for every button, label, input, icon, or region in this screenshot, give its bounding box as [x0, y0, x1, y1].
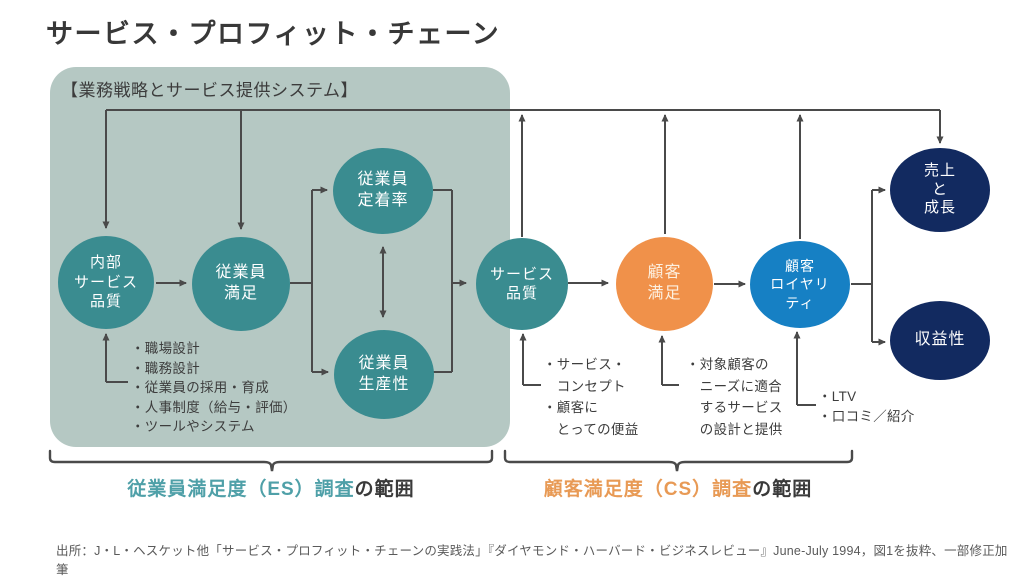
node-employee-satisfaction: 従業員 満足: [192, 237, 290, 331]
note-internal-service-quality: ・職場設計 ・職務設計 ・従業員の採用・育成 ・人事制度（給与・評価） ・ツール…: [131, 341, 297, 434]
es-range-label-highlight: 従業員満足度（ES）調査: [127, 479, 355, 500]
cs-range-label-suffix: の範囲: [752, 479, 813, 500]
loyalty-split-line: [851, 190, 873, 342]
note-service-quality: ・サービス・ コンセプト ・顧客に とっての便益: [543, 357, 639, 437]
es-range-brace: [48, 449, 494, 472]
source-citation: 出所：J・L・ヘスケット他「サービス・プロフィット・チェーンの実践法」『ダイヤモ…: [56, 544, 1008, 577]
note-customer-satisfaction: ・対象顧客の ニーズに適合 するサービス の設計と提供: [686, 357, 783, 437]
cs-range-label: 顧客満足度（CS）調査の範囲: [498, 474, 858, 501]
node-customer-satisfaction: 顧客 満足: [616, 237, 713, 331]
node-employee-productivity: 従業員 生産性: [334, 330, 434, 419]
cs-range-label-highlight: 顧客満足度（CS）調査: [543, 479, 753, 500]
node-internal-service-quality: 内部 サービス 品質: [58, 236, 154, 329]
node-employee-retention: 従業員 定着率: [333, 148, 433, 234]
es-range-label: 従業員満足度（ES）調査の範囲: [91, 474, 451, 501]
es-range-label-suffix: の範囲: [354, 479, 415, 500]
page-title: サービス・プロフィット・チェーン: [46, 19, 501, 49]
note-customer-loyalty: ・LTV ・口コミ／紹介: [818, 389, 915, 424]
node-revenue-growth: 売上 と 成長: [890, 148, 990, 232]
business-strategy-box-label: 【業務戦略とサービス提供システム】: [61, 81, 358, 100]
node-customer-loyalty: 顧客 ロイヤリ ティ: [750, 241, 850, 328]
node-profitability: 収益性: [890, 301, 990, 380]
node-service-quality: サービス 品質: [476, 238, 568, 330]
cs-range-brace: [503, 449, 854, 472]
